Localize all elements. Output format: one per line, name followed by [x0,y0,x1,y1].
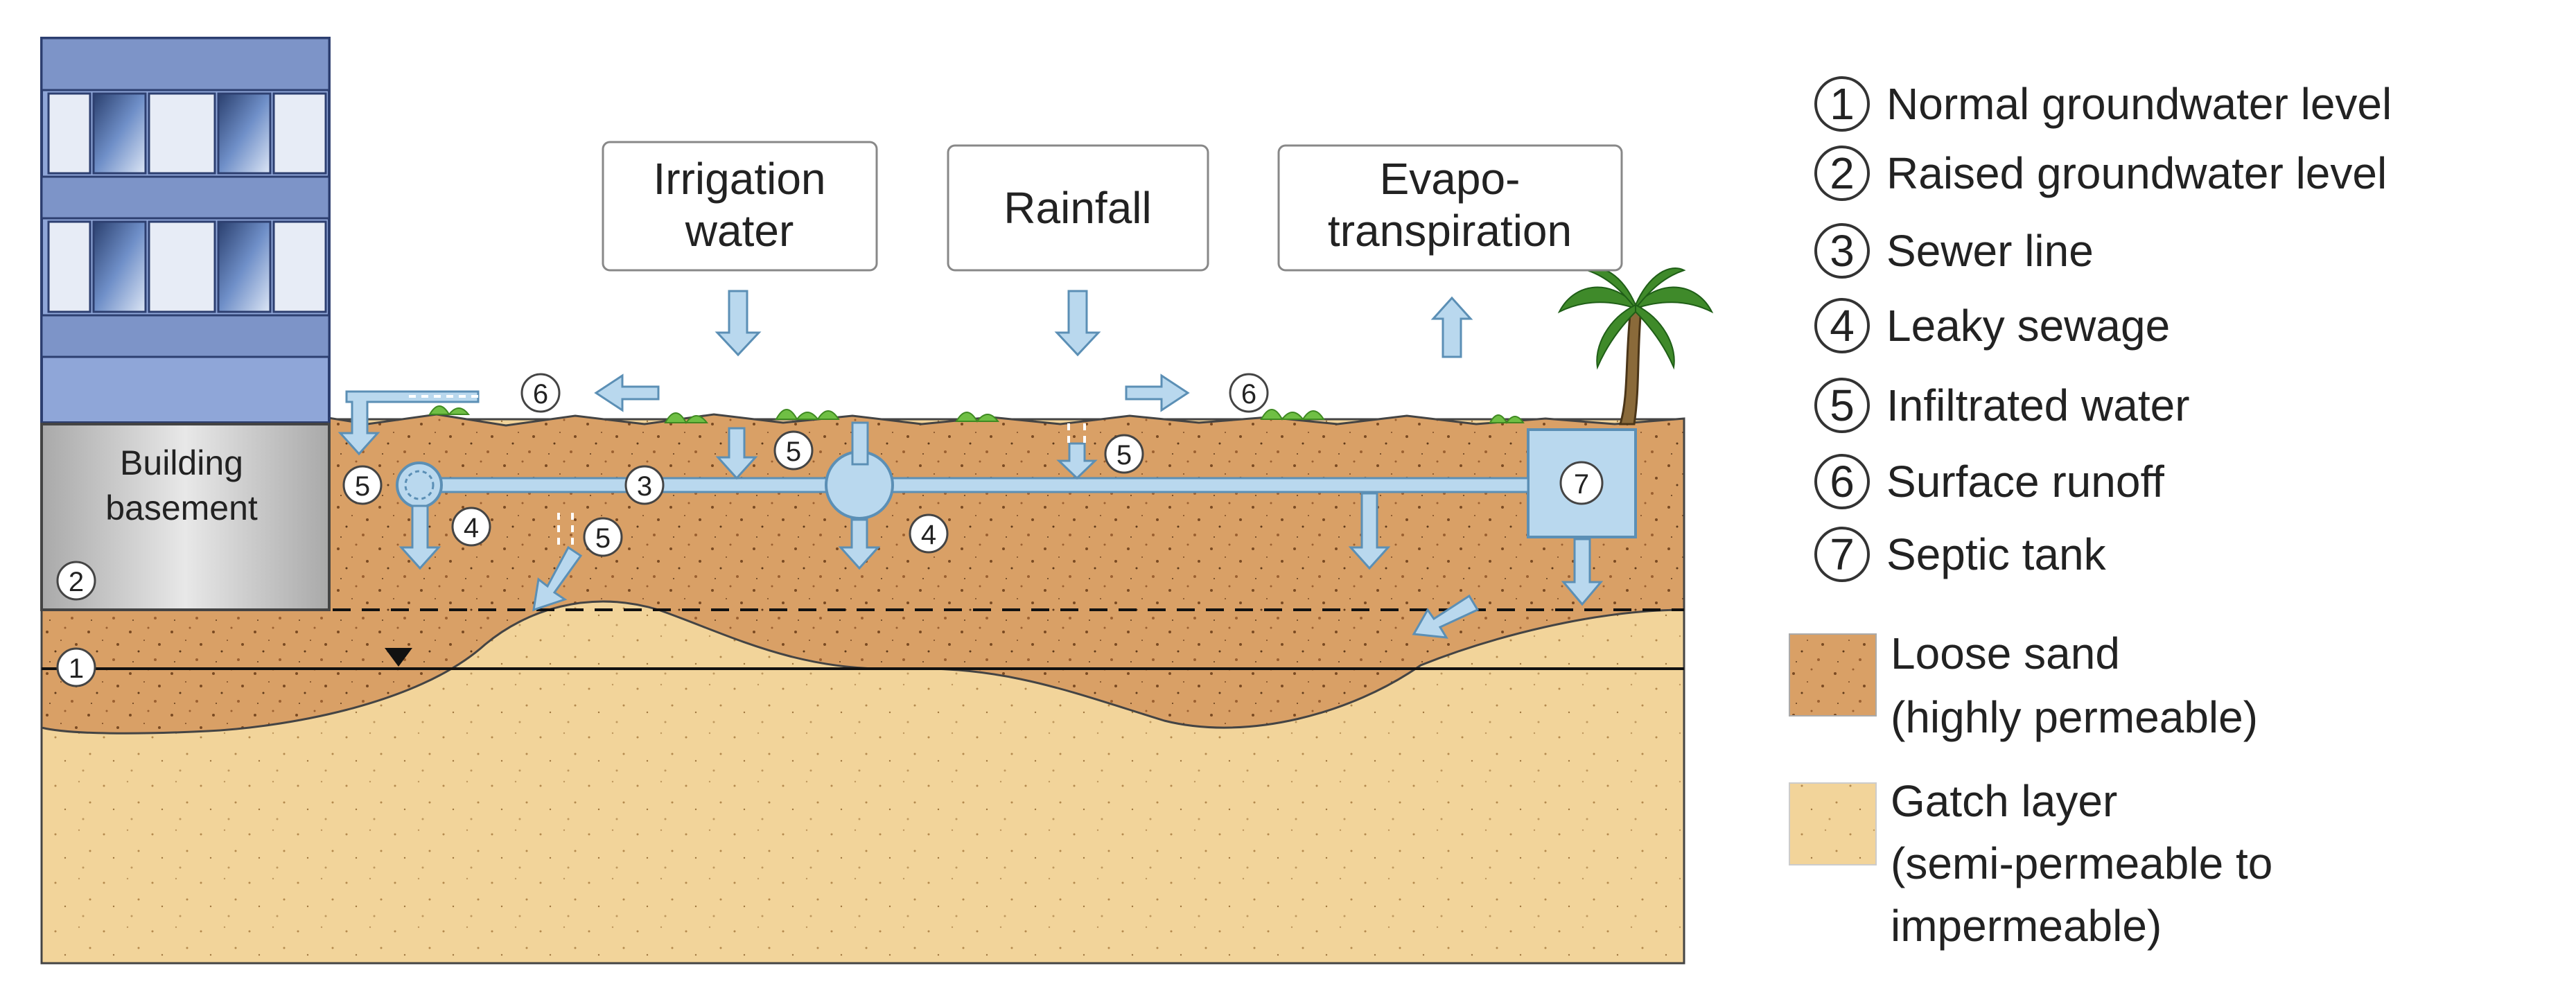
window [148,220,216,313]
legend-item-3: 3 Sewer line [1814,223,2094,279]
marker-4-junction: 4 [909,513,949,554]
svg-text:5: 5 [595,523,611,554]
infiltration-arrow-irrigation [715,427,758,480]
legend-label: Normal groundwater level [1886,79,2392,129]
legend-gatch-line3: impermeable) [1891,901,2162,951]
window [272,92,327,175]
svg-text:7: 7 [1830,529,1855,579]
manhole-dashed-ring [404,470,435,500]
legend-label: Infiltrated water [1886,380,2190,430]
rainfall-label: Rainfall [1004,183,1151,233]
window [47,220,91,313]
water-table-triangle-normal [385,648,412,667]
irrigation-water-box [602,141,878,272]
legend-gatch-swatch [1789,782,1877,865]
legend-label: Raised groundwater level [1886,148,2387,198]
septic-leak-arrow [1561,538,1604,606]
window [217,92,272,175]
marker-5-basement: 5 [342,465,383,505]
marker-7: 7 [1559,461,1604,505]
basement-label-line2: basement [105,489,258,527]
legend-gatch-line1: Gatch layer [1891,776,2117,826]
svg-text:6: 6 [1241,379,1256,410]
legend-gatch-line2: (semi-permeable to [1891,838,2272,888]
legend-label: Septic tank [1886,529,2107,579]
marker-5-irrigation: 5 [773,430,814,471]
legend-loose-sand-line1: Loose sand [1891,629,2120,678]
diagonal-infiltration-right [1412,594,1480,639]
window [92,220,147,313]
svg-text:6: 6 [533,379,548,410]
legend-loose-sand-line2: (highly permeable) [1891,692,2258,742]
legend-item-2: 2 Raised groundwater level [1814,146,2387,201]
legend-item-4: 4 Leaky sewage [1814,298,2170,353]
evapo-label-line2: transpiration [1328,206,1572,256]
window [148,92,216,175]
window [47,92,91,175]
marker-6-left: 6 [520,373,561,413]
svg-text:4: 4 [921,520,936,550]
svg-text:4: 4 [1830,301,1855,351]
sewer-line [421,477,1530,493]
svg-text:5: 5 [355,471,370,502]
marker-5-rainfall: 5 [1104,434,1144,474]
legend-label: Surface runoff [1886,457,2164,507]
evapo-label-line1: Evapo- [1380,154,1521,204]
irrigation-arrow [715,290,762,357]
leak-arrow-right [1348,492,1391,570]
legend-item-5: 5 Infiltrated water [1814,378,2190,433]
evapo-up-arrow [1430,296,1473,358]
svg-text:5: 5 [1116,440,1132,471]
legend-item-6: 6 Surface runoff [1814,454,2164,509]
leak-arrow-junction [838,518,881,570]
window [272,220,327,313]
svg-text:2: 2 [1830,148,1855,198]
legend: 1 Normal groundwater level 2 Raised grou… [1789,76,2392,951]
marker-6-right: 6 [1229,373,1269,413]
svg-text:1: 1 [1830,79,1855,129]
rainfall-box [947,144,1209,272]
legend-label: Leaky sewage [1886,301,2170,351]
marker-4-left: 4 [451,507,491,547]
svg-text:3: 3 [1830,226,1855,276]
runoff-arrow-right [1125,374,1190,412]
svg-text:2: 2 [69,567,84,597]
marker-2: 2 [56,561,96,601]
svg-text:5: 5 [786,437,801,467]
window [217,220,272,313]
infiltration-arrow-rainfall [1056,442,1098,480]
down-arrows [338,290,1604,639]
svg-text:3: 3 [637,471,652,502]
rainfall-arrow [1054,290,1101,357]
evapotranspiration-box [1277,144,1623,272]
svg-text:7: 7 [1574,469,1589,500]
legend-item-7: 7 Septic tank [1814,527,2107,582]
diagonal-infiltration-left [532,545,583,612]
legend-label: Sewer line [1886,226,2094,276]
sewer-manhole-left [396,462,443,509]
palm-tree [1557,267,1714,425]
svg-text:4: 4 [464,513,479,543]
svg-text:1: 1 [69,653,84,684]
window [92,92,147,175]
marker-3: 3 [624,465,665,505]
leak-arrow-left [398,504,441,570]
irrigation-label-line1: Irrigation [654,154,826,204]
svg-text:5: 5 [1830,380,1855,430]
dashed-connectors [409,395,1086,547]
marker-5-diagonal: 5 [583,517,623,557]
legend-item-1: 1 Normal groundwater level [1814,76,2392,132]
grass-tufts [428,405,1525,424]
sewer-riser [851,421,869,466]
runoff-arrow-left [594,374,660,412]
svg-text:6: 6 [1830,457,1855,507]
marker-1: 1 [56,647,96,687]
irrigation-label-line2: water [685,206,794,256]
legend-loose-sand-swatch [1789,633,1877,717]
basement-label-line1: Building [120,443,243,482]
